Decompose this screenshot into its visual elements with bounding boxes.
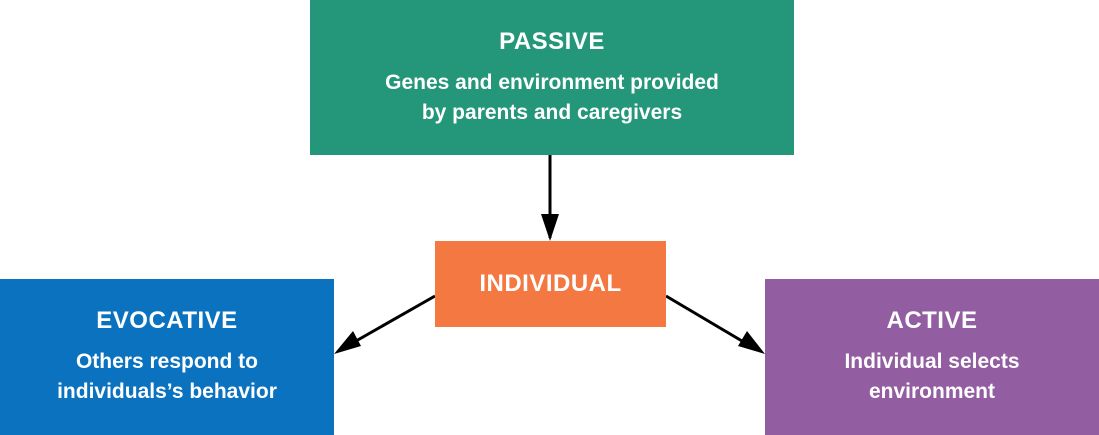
active-description: Individual selects environment xyxy=(844,347,1019,407)
evocative-title: EVOCATIVE xyxy=(96,307,238,334)
individual-title: INDIVIDUAL xyxy=(479,270,622,297)
arrowhead-individual-to-evocative xyxy=(334,331,361,354)
evocative-description-line-2: individuals’s behavior xyxy=(57,380,277,403)
arrowhead-passive-to-individual xyxy=(541,214,559,241)
passive-box: PASSIVE Genes and environment provided b… xyxy=(310,0,794,155)
arrowhead-individual-to-active xyxy=(738,331,765,354)
arrow-individual-to-evocative xyxy=(355,294,436,343)
evocative-description: Others respond to individuals’s behavior xyxy=(57,347,277,407)
active-description-line-1: Individual selects xyxy=(844,350,1020,373)
active-description-line-2: environment xyxy=(868,380,995,403)
arrow-individual-to-active xyxy=(665,294,743,343)
evocative-box: EVOCATIVE Others respond to individuals’… xyxy=(0,279,334,435)
passive-title: PASSIVE xyxy=(499,27,605,55)
active-title: ACTIVE xyxy=(886,307,978,334)
passive-description-line-2: by parents and caregivers xyxy=(421,100,683,124)
passive-description-line-1: Genes and environment provided xyxy=(385,70,719,94)
evocative-description-line-1: Others respond to xyxy=(75,350,258,373)
passive-description: Genes and environment provided by parent… xyxy=(385,68,719,128)
active-box: ACTIVE Individual selects environment xyxy=(765,279,1099,435)
individual-box: INDIVIDUAL xyxy=(435,241,666,327)
